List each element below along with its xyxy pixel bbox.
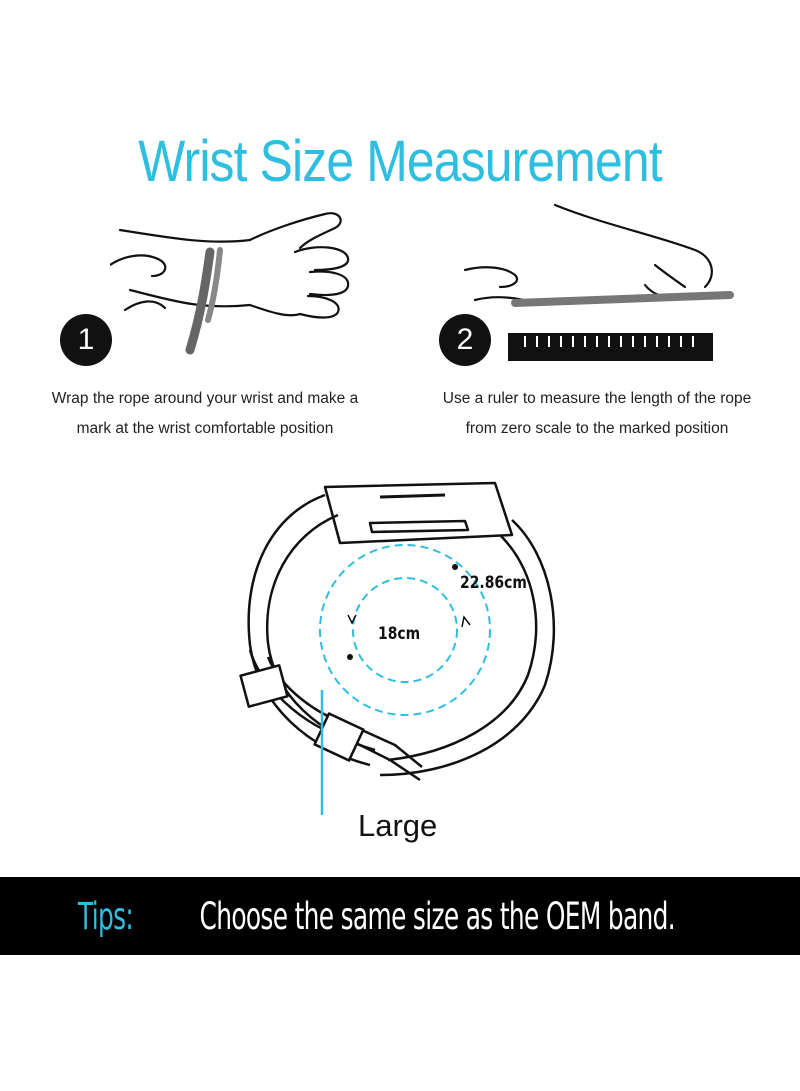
size-label: Large bbox=[358, 808, 438, 843]
step-2-badge: 2 bbox=[439, 314, 491, 366]
wrist-wrap-illustration bbox=[110, 212, 350, 355]
step-2-caption-line-1: Use a ruler to measure the length of the… bbox=[442, 390, 752, 407]
tips-text: Choose the same size as the OEM band. bbox=[199, 894, 676, 938]
step-1-badge: 1 bbox=[60, 314, 112, 366]
page-title: Wrist Size Measurement bbox=[138, 129, 662, 194]
step-1-caption-line-1: Wrap the rope around your wrist and make… bbox=[51, 390, 359, 407]
tips-label: Tips: bbox=[78, 894, 134, 938]
ruler-illustration bbox=[463, 203, 734, 361]
outer-measure-label: 22.86cm bbox=[460, 573, 527, 593]
tips-banner: Tips: Choose the same size as the OEM ban… bbox=[0, 877, 800, 955]
step-1-caption-line-2: mark at the wrist comfortable position bbox=[76, 420, 334, 437]
band-size-diagram bbox=[239, 481, 556, 815]
inner-measure-label: 18cm bbox=[378, 624, 421, 644]
step-2-caption-line-2: from zero scale to the marked position bbox=[465, 420, 729, 437]
